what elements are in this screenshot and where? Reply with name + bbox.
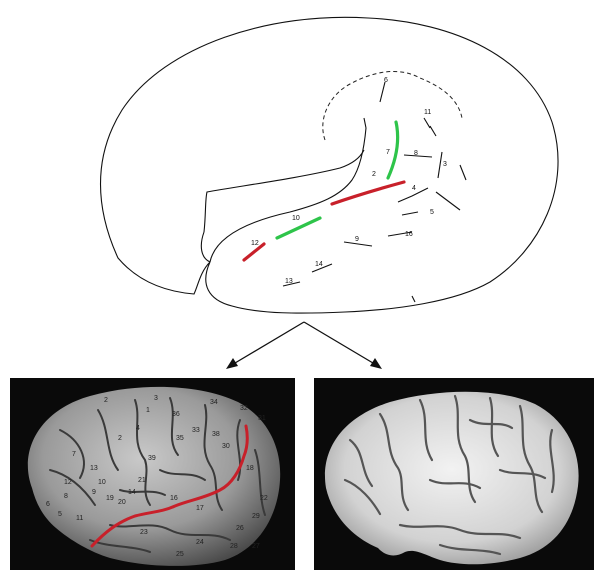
sketch-label: 11 <box>424 109 431 116</box>
arrow-left-head <box>226 358 238 369</box>
brain-sketch: 6 11 7 8 3 2 4 10 5 16 9 12 14 13 <box>101 17 559 313</box>
brain-label: 22 <box>260 495 268 502</box>
brain-label: 10 <box>98 479 106 486</box>
sketch-label: 5 <box>430 209 434 216</box>
arrows <box>226 322 382 369</box>
sketch-label: 14 <box>315 261 323 268</box>
brain-label: 7 <box>72 451 76 458</box>
red-sulcus-main <box>332 182 404 204</box>
brain-label: 16 <box>170 495 178 502</box>
brain-label: 17 <box>196 505 204 512</box>
brain-label: 3 <box>154 395 158 402</box>
sketch-label: 12 <box>251 240 259 247</box>
brain-label: 35 <box>176 435 184 442</box>
sketch-label: 16 <box>405 231 413 238</box>
brain-label: 39 <box>148 455 156 462</box>
sketch-label: 8 <box>414 150 418 157</box>
photo-left: 2 36 3 1 2 33 38 35 34 31 32 4 7 39 10 1… <box>10 378 295 570</box>
hemisphere-outline <box>101 17 559 313</box>
brain-label: 32 <box>240 405 248 412</box>
sketch-label: 4 <box>412 185 416 192</box>
brain-label: 2 <box>118 435 122 442</box>
brain-label: 8 <box>64 493 68 500</box>
insula-dashed-outline <box>323 71 462 140</box>
brain-label: 20 <box>118 499 126 506</box>
brain-label: 28 <box>230 543 238 550</box>
photo-right-brain <box>325 392 579 565</box>
brain-label: 1 <box>146 407 150 414</box>
brain-label: 14 <box>128 489 136 496</box>
sketch-label: 7 <box>386 149 390 156</box>
sketch-label: 3 <box>443 161 447 168</box>
brain-label: 29 <box>252 513 260 520</box>
brain-label: 5 <box>58 511 62 518</box>
brain-label: 34 <box>210 399 218 406</box>
sketch-label: 2 <box>372 171 376 178</box>
brain-label: 6 <box>46 501 50 508</box>
brain-label: 24 <box>196 539 204 546</box>
arrow-left <box>230 322 304 366</box>
brain-label: 18 <box>246 465 254 472</box>
brain-label: 2 <box>104 397 108 404</box>
arrow-right-head <box>370 358 382 369</box>
sketch-label: 9 <box>355 236 359 243</box>
temporal-pole-outline <box>201 232 210 262</box>
sketch-label: 10 <box>292 215 300 222</box>
brain-label: 23 <box>140 529 148 536</box>
sylvian-fissure-outline <box>204 150 364 232</box>
brain-label: 9 <box>92 489 96 496</box>
sketch-label: 6 <box>384 77 388 84</box>
brain-label: 21 <box>138 477 146 484</box>
brain-label: 4 <box>136 425 140 432</box>
temporal-lobe-outline <box>210 128 366 262</box>
brain-label: 38 <box>212 431 220 438</box>
sketch-label: 13 <box>285 278 293 285</box>
brain-label: 36 <box>172 411 180 418</box>
brain-label: 25 <box>176 551 184 558</box>
photo-right <box>314 378 594 570</box>
arrow-right <box>304 322 378 366</box>
brain-label: 30 <box>222 443 230 450</box>
brain-label: 19 <box>106 495 114 502</box>
brain-label: 31 <box>258 415 266 422</box>
brain-label: 27 <box>252 543 260 550</box>
brain-label: 33 <box>192 427 200 434</box>
sketch-labels: 6 11 7 8 3 2 4 10 5 16 9 12 14 13 <box>251 77 447 285</box>
brain-label: 12 <box>64 479 72 486</box>
brain-label: 26 <box>236 525 244 532</box>
brain-label: 11 <box>76 515 83 522</box>
brain-label: 13 <box>90 465 98 472</box>
